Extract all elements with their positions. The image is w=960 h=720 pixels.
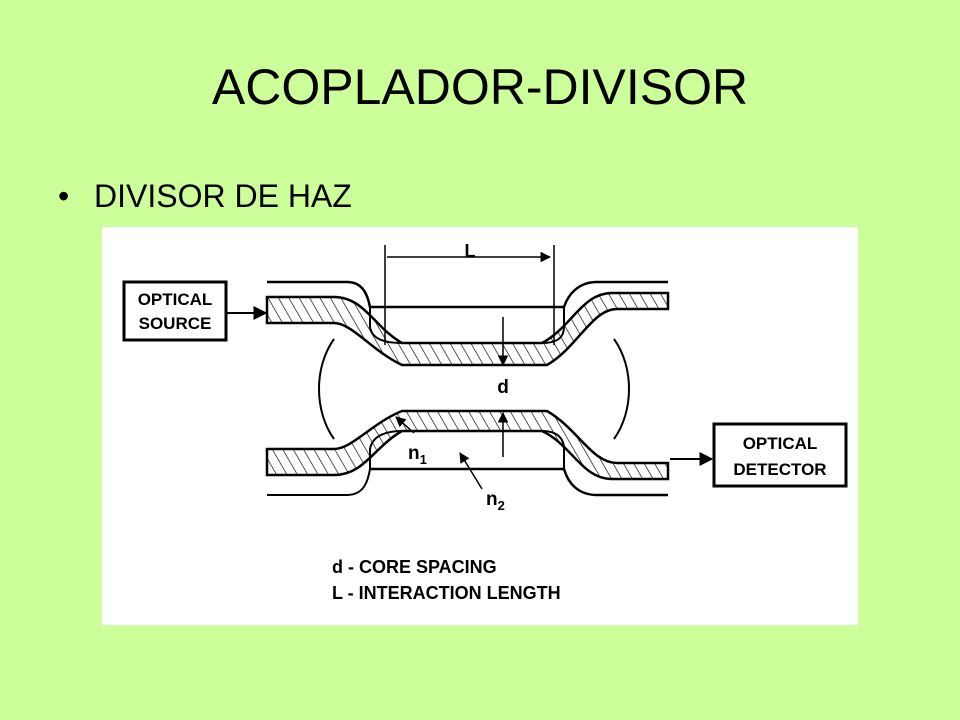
n2-label: n2 — [486, 489, 505, 513]
legend-line1: d - CORE SPACING — [332, 557, 497, 577]
top-fiber-inner-pocket — [369, 307, 565, 344]
n2-subscript: 2 — [498, 498, 505, 513]
n2-pointer — [459, 452, 483, 490]
coupler-diagram-svg: OPTICAL SOURCE OPTICAL DETECTOR L — [122, 241, 848, 603]
top-fiber-cladding-top — [267, 280, 668, 309]
bullet-dot: • — [58, 178, 70, 214]
top-fiber-core — [265, 291, 670, 367]
source-label-line2: SOURCE — [139, 314, 212, 333]
coupler-diagram: OPTICAL SOURCE OPTICAL DETECTOR L — [102, 227, 858, 625]
spacing-label: d — [497, 377, 509, 398]
source-label-line1: OPTICAL — [138, 290, 213, 309]
bullet-text: DIVISOR DE HAZ — [94, 178, 352, 214]
n1-label: n1 — [408, 443, 427, 467]
legend-line2: L - INTERACTION LENGTH — [332, 583, 561, 603]
detector-label-line2: DETECTOR — [733, 460, 826, 479]
slide-title: ACOPLADOR-DIVISOR — [211, 59, 749, 115]
optical-source-box: OPTICAL SOURCE — [122, 280, 228, 342]
bottom-fiber-core — [265, 409, 670, 481]
left-cladding-edge — [318, 338, 335, 440]
bottom-fiber-cladding-bottom — [370, 467, 668, 497]
n2-letter: n — [486, 489, 498, 510]
bottom-fiber-inner-pocket — [541, 430, 565, 469]
bullet-item: • DIVISOR DE HAZ — [58, 178, 352, 215]
length-label: L — [465, 241, 476, 261]
optical-detector-box: OPTICAL DETECTOR — [712, 422, 848, 488]
n1-pointer — [395, 416, 415, 434]
detector-label-line1: OPTICAL — [743, 434, 818, 453]
right-cladding-edge — [613, 338, 630, 440]
n1-letter: n — [408, 443, 420, 464]
n1-subscript: 1 — [420, 452, 427, 467]
